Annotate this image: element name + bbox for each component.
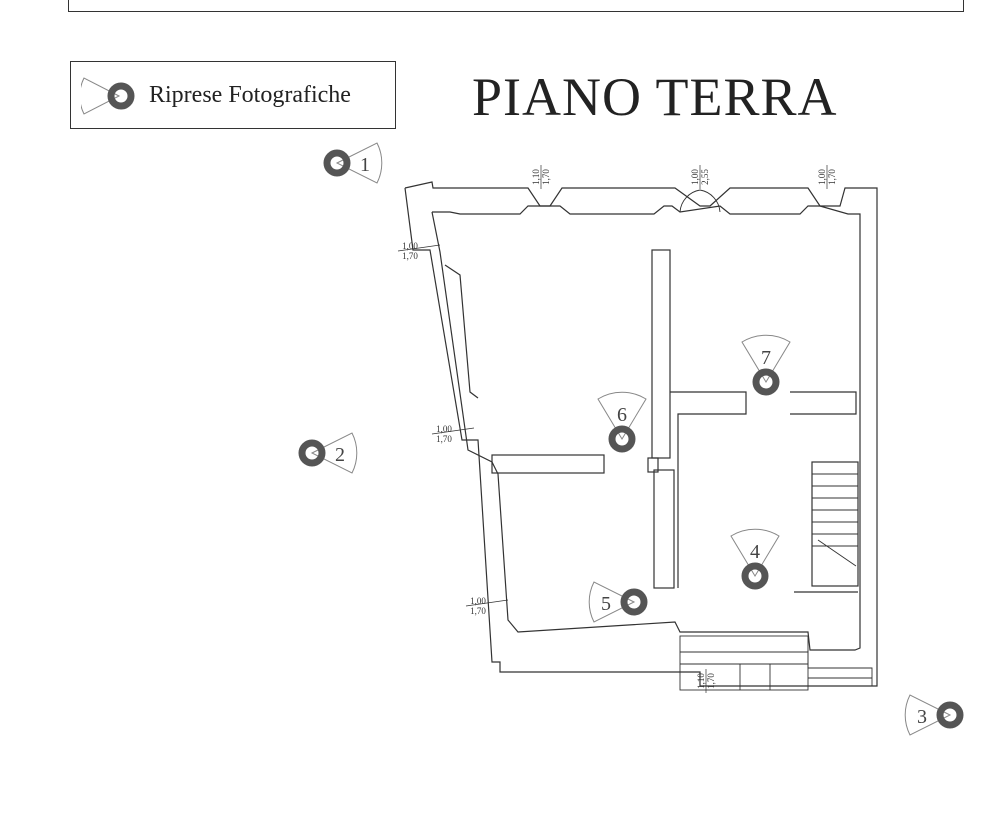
legend-label: Riprese Fotografiche	[149, 82, 351, 108]
opening-height: 1,70	[402, 251, 418, 261]
plan-walls	[404, 181, 878, 691]
camera-position-icon	[936, 701, 964, 729]
photo-points: 1 2 3 4 5 6 7	[298, 142, 964, 736]
photo-point-number: 5	[601, 593, 611, 615]
photo-point-marker: 5	[588, 581, 648, 623]
top-frame-box	[68, 0, 964, 12]
opening-dimension: 1,001,70	[465, 596, 509, 616]
opening-width: 1,00	[690, 169, 700, 185]
wall-center-jamb	[647, 457, 659, 473]
opening-width: 1,00	[436, 424, 452, 434]
opening-height: 1,70	[470, 606, 486, 616]
view-cone	[730, 528, 780, 577]
opening-width: 1,10	[696, 673, 706, 689]
photo-point-marker: 7	[741, 334, 791, 396]
inner-wall	[431, 205, 861, 651]
opening-height: 1,70	[706, 673, 716, 689]
photo-point-number: 2	[335, 444, 345, 466]
stair-box	[811, 461, 859, 587]
view-cone	[904, 694, 952, 736]
opening-height: 1,70	[436, 434, 452, 444]
photo-point-marker: 2	[298, 432, 358, 474]
camera-position-icon	[298, 439, 326, 467]
photo-point-number: 6	[617, 404, 627, 426]
wall-left-rooms	[491, 454, 605, 474]
wall-center-vertical-lower	[653, 469, 675, 589]
camera-position-icon	[741, 562, 769, 590]
photo-point-marker: 1	[323, 142, 383, 184]
photo-point-number: 4	[750, 541, 760, 563]
opening-width: 1,10	[531, 169, 541, 185]
photo-point-marker: 4	[730, 528, 780, 590]
photo-point-number: 3	[917, 706, 927, 728]
opening-height: 1,70	[541, 169, 551, 185]
camera-position-icon	[752, 368, 780, 396]
camera-viewpoint-icon	[81, 77, 135, 115]
photo-point-number: 7	[761, 347, 771, 369]
left-niche	[444, 264, 479, 399]
legend-box: Riprese Fotografiche	[70, 61, 396, 129]
opening-width: 1,00	[402, 241, 418, 251]
view-cone	[335, 142, 383, 184]
opening-height: 2,55	[700, 169, 710, 185]
entry-steps	[679, 635, 873, 691]
photo-point-marker: 3	[904, 694, 964, 736]
page-title: PIANO TERRA	[472, 67, 838, 127]
wall-center-vertical	[651, 249, 671, 459]
opening-width: 1,00	[817, 169, 827, 185]
view-cone	[588, 581, 636, 623]
opening-dimension: 1,001,70	[431, 424, 475, 444]
wall-upper-right-2	[790, 391, 857, 415]
view-cone	[310, 432, 358, 474]
opening-height: 1,70	[827, 169, 837, 185]
opening-dimension: 1,001,70	[397, 241, 441, 261]
camera-position-icon	[620, 588, 648, 616]
door-swing	[679, 189, 721, 213]
camera-position-icon	[608, 425, 636, 453]
stair-treads	[812, 473, 858, 567]
photo-point-number: 1	[360, 154, 370, 176]
view-cone	[597, 391, 647, 440]
camera-position-icon	[323, 149, 351, 177]
view-cone	[741, 334, 791, 383]
photo-point-marker: 6	[597, 391, 647, 453]
wall-upper-right	[670, 391, 747, 588]
opening-width: 1,00	[470, 596, 486, 606]
